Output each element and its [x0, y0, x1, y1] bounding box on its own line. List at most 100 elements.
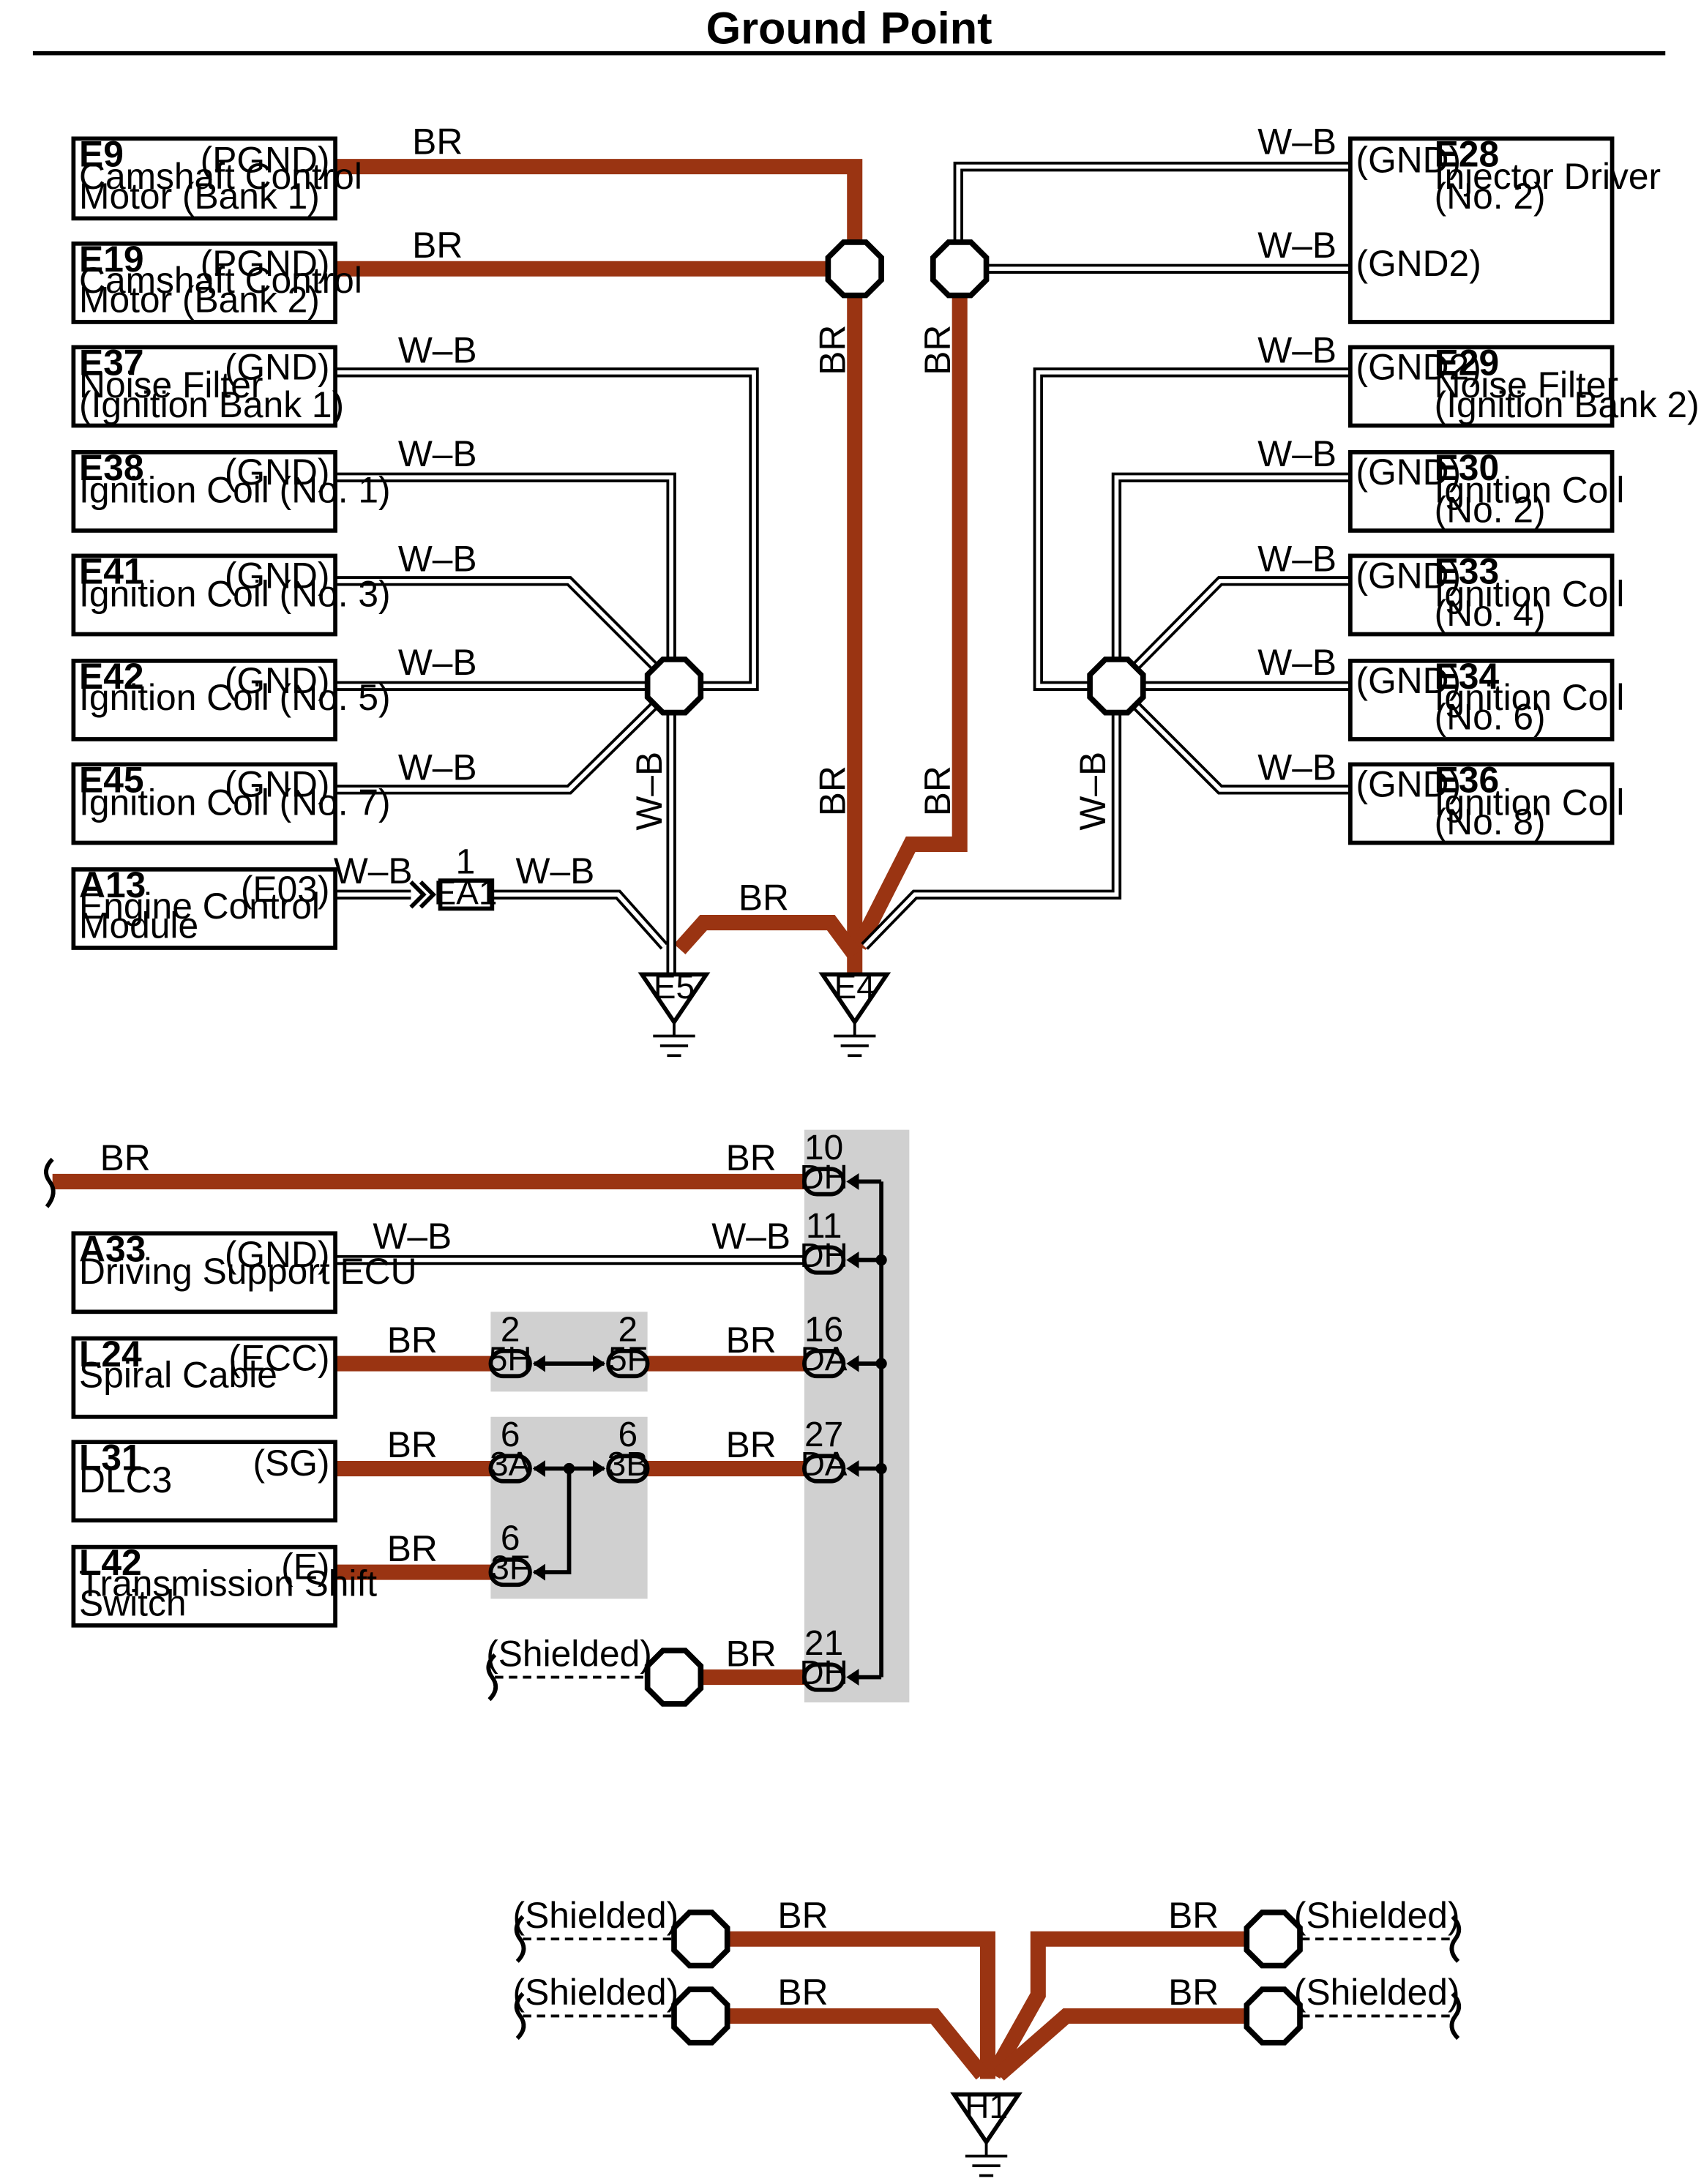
component-code: E45: [79, 760, 143, 801]
component-pin: (GND): [1356, 660, 1462, 701]
br-wire-e9: [335, 159, 863, 976]
wire-label: BR: [412, 121, 463, 162]
component-code: E19: [79, 239, 143, 280]
br-wire-group-top: [335, 159, 968, 976]
wire-label: W–B: [629, 752, 670, 831]
component-pin: (SG): [253, 1443, 329, 1484]
connector-pin: 6: [501, 1519, 520, 1557]
connector-id: DH: [800, 1236, 848, 1274]
wire-labels-bottom: BR BR BR BR (Shielded) (Shielded) (Shiel…: [513, 1895, 1460, 2013]
component-e37: E37 Noise Filter (Ignition Bank 1) (GND): [71, 343, 344, 428]
component-pin: (PGND): [201, 139, 330, 180]
wire-label: BR: [726, 1424, 777, 1465]
wire-label: W–B: [1257, 538, 1336, 579]
component-e28: E28 Injector Driver (No. 2) (GND) (GND2): [1348, 134, 1661, 324]
component-pin: (GND2): [1356, 243, 1481, 284]
shaded-region-joint: [804, 1129, 910, 1702]
component-code: E41: [79, 551, 143, 592]
wire-label: BR: [387, 1424, 438, 1465]
wire-label: W–B: [398, 538, 477, 579]
component-e45: E45 Ignition Coil (No. 7) (GND): [71, 760, 391, 845]
component-code: E37: [79, 343, 143, 384]
connector-da27: DA 27: [801, 1416, 859, 1484]
component-name: Module: [79, 905, 198, 946]
component-e34: E34 Ignition Coil (No. 6) (GND): [1348, 656, 1624, 741]
component-name: Ignition Coil (No. 5): [79, 677, 391, 718]
connector-id: DH: [800, 1158, 848, 1196]
wire-label: W–B: [1072, 752, 1113, 831]
ground-h1-label: H1: [965, 2087, 1008, 2125]
component-e42: E42 Ignition Coil (No. 5) (GND): [71, 656, 391, 741]
wire-labels-middle: BR BR W–B W–B BR BR BR BR BR BR: [100, 1137, 790, 1674]
component-l31: L31 DLC3 (SG): [71, 1437, 337, 1523]
component-pin: (GND): [1356, 555, 1462, 596]
ground-e5-label: E5: [654, 968, 695, 1006]
wire-break-mark: [44, 1157, 56, 1208]
connector-3a: 3A 6: [488, 1416, 532, 1484]
component-name: Camshaft Control: [79, 260, 362, 301]
ground-e4-label: E4: [834, 968, 875, 1006]
connector-da16: DA 16: [801, 1310, 859, 1379]
wire-label: W–B: [398, 433, 477, 474]
wire-label: BR: [917, 325, 958, 375]
connector-id: DA: [801, 1445, 848, 1483]
component-name: Ignition Coil (No. 1): [79, 470, 391, 511]
component-code: E29: [1435, 343, 1499, 384]
component-l24: L24 Spiral Cable (ECC): [71, 1334, 337, 1419]
ground-e5: E5: [638, 968, 711, 1058]
junction-left-br: [825, 239, 884, 299]
component-code: E28: [1435, 134, 1499, 175]
component-pin: (GND): [225, 555, 330, 596]
wire-label: BR: [726, 1137, 777, 1178]
connector-5h: 5H 2: [488, 1310, 532, 1379]
connector-dh11: DH 11: [800, 1207, 859, 1275]
wire-labels-top: BR BR W–B W–B W–B W–B W–B W–B W–B BR W–B…: [334, 121, 1336, 918]
connector-id: 3F: [490, 1549, 530, 1587]
connector-pin: 6: [501, 1416, 520, 1454]
component-e29: E29 Noise Filter (Ignition Bank 2) (GND2…: [1348, 343, 1700, 428]
connector-id: 5F: [608, 1340, 648, 1378]
component-pin: (GND): [225, 763, 330, 804]
connector-5f: 5F 2: [606, 1310, 650, 1379]
wire-label: BR: [777, 1895, 828, 1936]
component-name: (Ignition Bank 2): [1435, 384, 1700, 425]
wire-label: W–B: [1257, 121, 1336, 162]
wire-label: W–B: [334, 850, 413, 891]
connector-ea1-id: EA1: [434, 874, 498, 912]
component-name: Ignition Coil: [1435, 470, 1625, 511]
component-pin: (GND2): [1356, 346, 1481, 387]
wire-label: W–B: [1257, 329, 1336, 370]
component-name: Motor (Bank 2): [79, 280, 320, 321]
component-code: E38: [79, 447, 143, 488]
wire-label: W–B: [398, 747, 477, 788]
connector-pin: 10: [804, 1129, 843, 1167]
component-pin: (GND): [1356, 763, 1462, 804]
component-code: E9: [79, 134, 124, 175]
wire-label: BR: [100, 1137, 151, 1178]
component-name: Switch: [79, 1582, 186, 1623]
connector-pin: 2: [501, 1310, 520, 1349]
component-name: Noise Filter: [1435, 364, 1618, 405]
junction-right-br: [930, 239, 990, 299]
connector-pin: 11: [806, 1207, 842, 1246]
component-name: Ignition Coil: [1435, 573, 1625, 614]
wb-wires-left: [335, 367, 759, 980]
connector-pin: 16: [804, 1310, 843, 1349]
shielded-label: (Shielded): [486, 1633, 652, 1674]
component-name: (Ignition Bank 1): [79, 384, 344, 425]
junction-shield-mid: [644, 1648, 704, 1707]
wire-label: W–B: [516, 850, 595, 891]
shield-break-mark: [486, 1653, 498, 1702]
wire-label: W–B: [1257, 747, 1336, 788]
component-name: Injector Driver: [1435, 156, 1661, 197]
component-name: Driving Support ECU: [79, 1251, 416, 1292]
wb-wires-right: [861, 161, 1350, 950]
br-wire-group-middle: [52, 1173, 804, 1686]
wire-label: BR: [777, 1972, 828, 2013]
component-name: Transmission Shift: [79, 1563, 377, 1604]
component-pin: (E): [281, 1547, 329, 1587]
wire-label: W–B: [398, 329, 477, 370]
wire-label: W–B: [1257, 225, 1336, 266]
component-code: L42: [79, 1542, 142, 1583]
component-a13: A13 Engine Control Module (E03): [71, 864, 337, 950]
